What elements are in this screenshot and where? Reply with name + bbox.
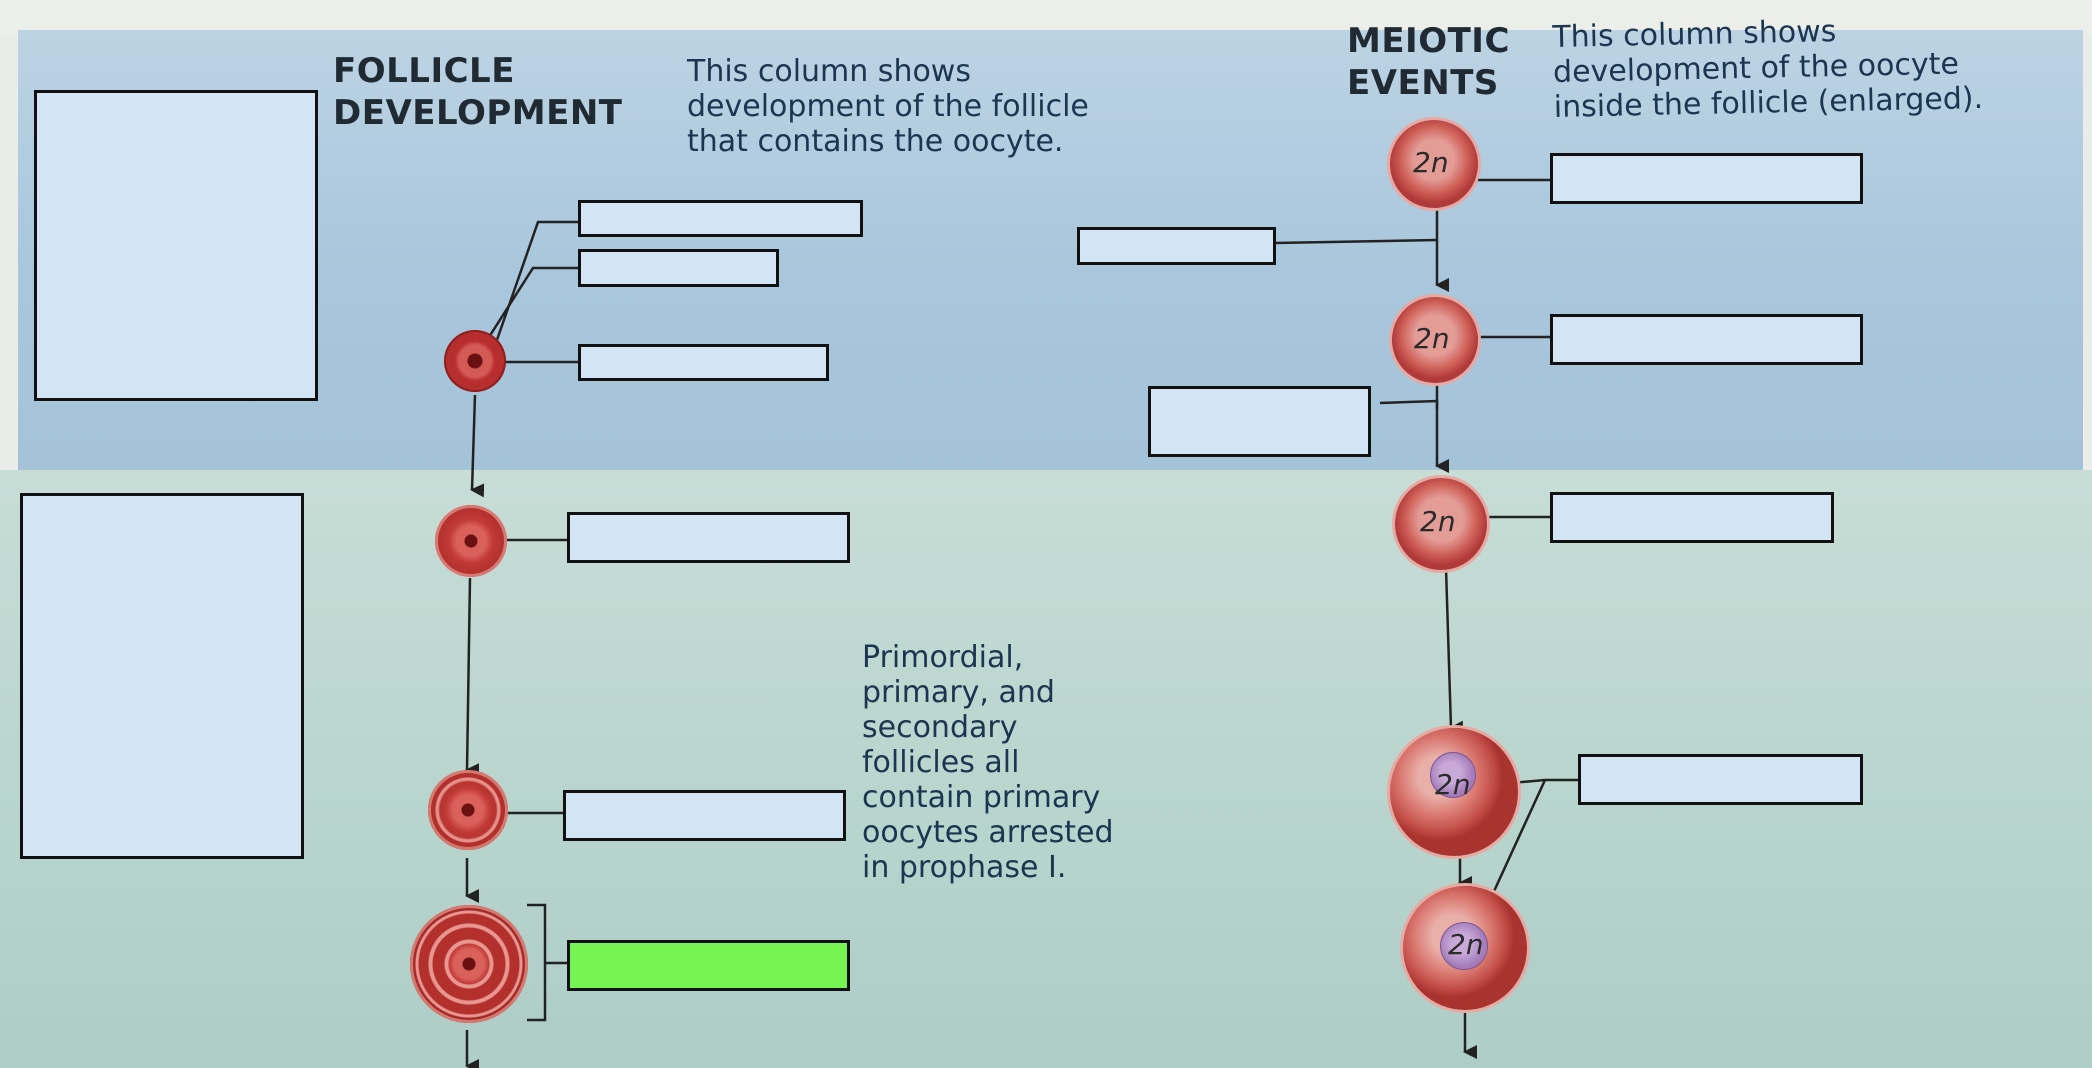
page-margin xyxy=(0,0,2092,34)
meiotic-heading: MEIOTIC EVENTS xyxy=(1347,20,1510,104)
ploidy-label: 2n xyxy=(1414,322,1450,355)
oocyte-2-icon xyxy=(1392,297,1478,383)
meiotic-label-box[interactable] xyxy=(1578,754,1863,805)
follicle-label-box[interactable] xyxy=(578,249,779,287)
meiotic-heading-line2: EVENTS xyxy=(1347,63,1499,103)
follicle-label-box[interactable] xyxy=(578,200,863,237)
prophase-note: Primordial, primary, and secondary folli… xyxy=(862,640,1114,885)
late-follicle-icon xyxy=(410,905,528,1023)
blue-band-background xyxy=(18,30,2083,475)
meiotic-heading-line1: MEIOTIC xyxy=(1347,21,1510,61)
follicle-description-line: that contains the oocyte. xyxy=(687,124,1064,159)
bracket xyxy=(527,903,547,1022)
meiotic-label-box[interactable] xyxy=(1550,314,1863,365)
prophase-note-line: contain primary xyxy=(862,780,1101,815)
oocyte-3-icon xyxy=(1395,478,1487,570)
arrow-down xyxy=(1444,567,1464,735)
leader-line xyxy=(488,220,578,361)
primary-follicle-icon xyxy=(435,505,507,577)
follicle-heading-line2: DEVELOPMENT xyxy=(333,93,623,133)
oocyte-4-nucleus-icon xyxy=(1430,752,1476,798)
prophase-note-line: primary, and xyxy=(862,675,1055,710)
follicle-description-line: development of the follicle xyxy=(687,89,1089,124)
oocyte-5-nucleus-icon xyxy=(1440,922,1488,970)
follicle-description: This column shows development of the fol… xyxy=(687,54,1089,159)
prophase-note-line: follicles all xyxy=(862,745,1020,780)
follicle-description-line: This column shows xyxy=(687,54,971,89)
leader-line xyxy=(1488,779,1547,901)
arrow-down xyxy=(465,577,480,778)
secondary-follicle-icon xyxy=(428,770,508,850)
ploidy-label: 2n xyxy=(1413,146,1449,179)
meiotic-label-box[interactable] xyxy=(1550,492,1834,543)
stage-label-box-bottom[interactable] xyxy=(20,493,304,859)
meiotic-label-box[interactable] xyxy=(1148,386,1371,457)
follicle-heading-line1: FOLLICLE xyxy=(333,51,515,91)
prophase-note-line: secondary xyxy=(862,710,1018,745)
oocyte-1-icon xyxy=(1390,120,1478,208)
follicle-label-box[interactable] xyxy=(578,344,829,381)
arrow-down xyxy=(470,394,485,498)
stage-label-box-top[interactable] xyxy=(34,90,318,401)
leader-line xyxy=(1274,238,1438,245)
follicle-label-box-highlighted[interactable] xyxy=(567,940,850,991)
meiotic-label-box[interactable] xyxy=(1550,153,1863,204)
follicle-label-box[interactable] xyxy=(567,512,850,563)
follicle-heading: FOLLICLE DEVELOPMENT xyxy=(333,50,622,134)
primordial-follicle-icon xyxy=(444,330,506,392)
follicle-label-box[interactable] xyxy=(563,790,846,841)
prophase-note-line: in prophase I. xyxy=(862,850,1067,885)
leader-line xyxy=(1379,399,1439,410)
prophase-note-line: oocytes arrested xyxy=(862,815,1114,850)
meiotic-label-box[interactable] xyxy=(1077,227,1276,265)
ploidy-label: 2n xyxy=(1420,505,1456,538)
leader-line xyxy=(480,266,578,349)
prophase-note-line: Primordial, xyxy=(862,640,1024,675)
ploidy-label: 2n xyxy=(1448,928,1484,961)
ploidy-label: 2n xyxy=(1435,768,1471,801)
